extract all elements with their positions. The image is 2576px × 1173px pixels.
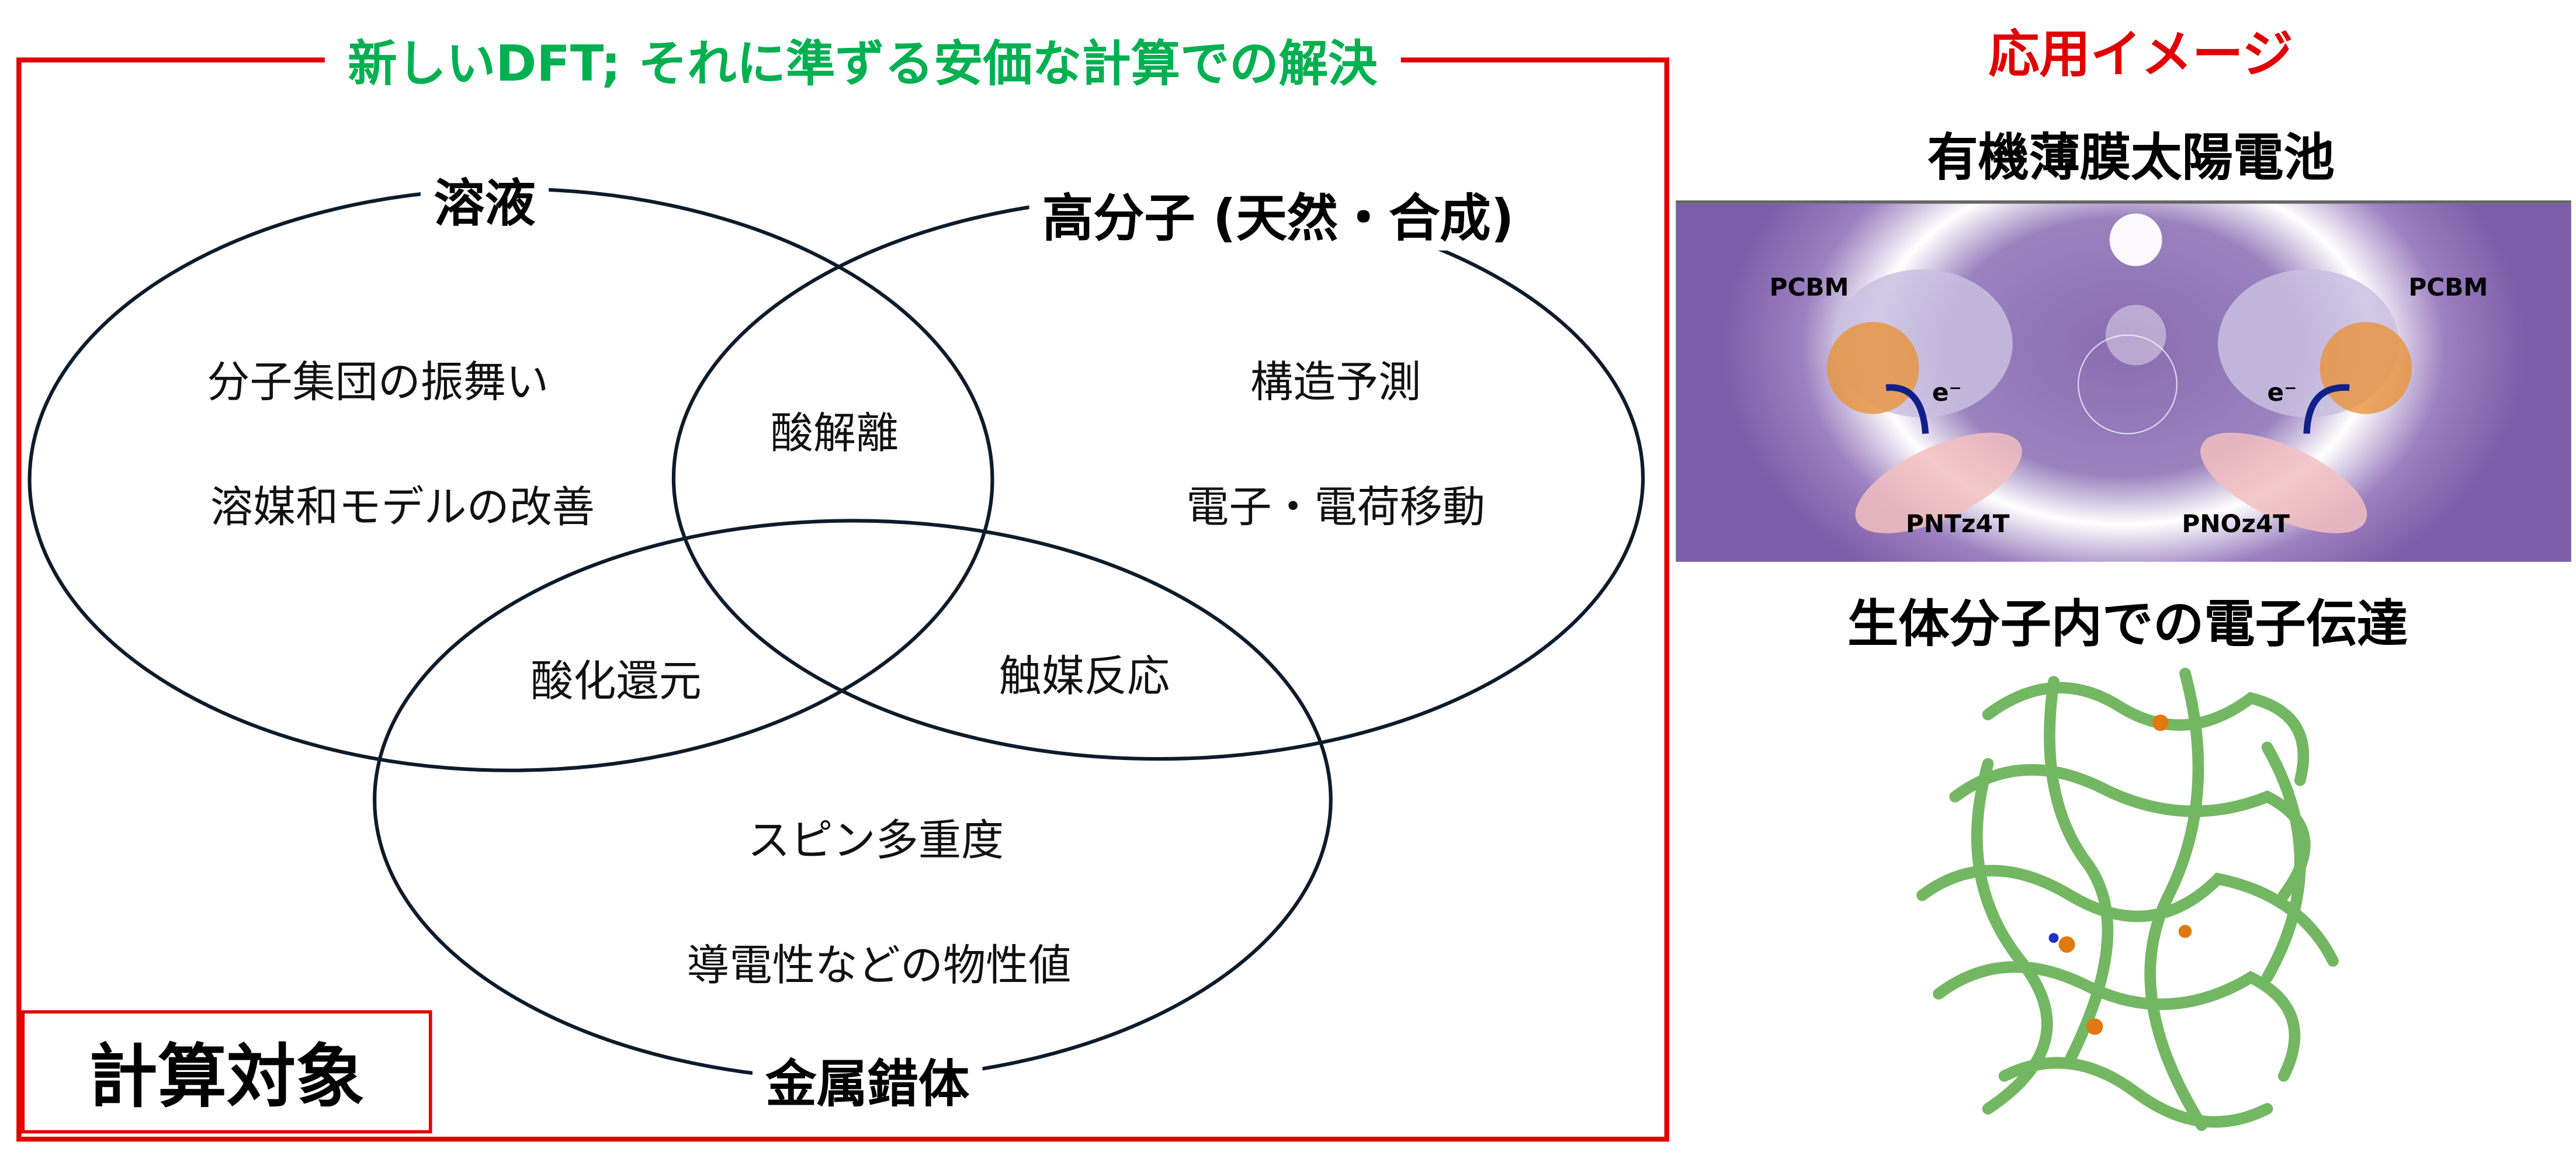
solar-cell-illustration [1826,213,2412,533]
set-label-polymer: 高分子 (天然・合成) [1029,176,1527,251]
set-label-metal-complex: 金属錯体 [752,1042,983,1116]
organic-solar-cell-title: 有機薄膜太陽電池 [1927,129,2335,188]
item-solvation-model: 溶媒和モデルの改善 [210,484,595,533]
protein-structure-image [1916,668,2339,1132]
item-physical-properties: 導電性などの物性値 [687,942,1072,992]
calculation-target-label: 計算対象 [21,1010,432,1134]
electron-transfer-title: 生体分子内での電子伝達 [1847,595,2408,655]
panel-title: 新しいDFT; それに準ずる安価な計算での解決 [324,23,1400,96]
application-heading: 応用イメージ [1988,25,2293,85]
electron-label-left: e⁻ [1932,377,1962,408]
venn-diagram [27,187,1645,1081]
item-molecular-behavior: 分子集団の振舞い [207,359,549,408]
item-catalysis: 触媒反応 [998,653,1170,703]
pcbm-label-left: PCBM [1769,272,1849,303]
item-redox: 酸化還元 [531,658,702,707]
item-acid-dissociation: 酸解離 [770,409,899,459]
set-label-solution: 溶液 [420,161,549,236]
item-structure-prediction: 構造予測 [1250,359,1422,408]
item-spin-multiplicity: スピン多重度 [747,817,1004,867]
organic-solar-cell-image: PCBM PCBM e⁻ e⁻ PNTz4T PNOz4T [1676,200,2571,562]
electron-label-right: e⁻ [2267,377,2297,408]
pnoz4t-label: PNOz4T [2182,509,2290,539]
item-charge-transfer: 電子・電荷移動 [1186,484,1486,533]
metal-complex-set-ellipse [373,519,1333,1081]
pntz4t-label: PNTz4T [1905,509,2010,539]
pcbm-label-right: PCBM [2408,272,2488,303]
